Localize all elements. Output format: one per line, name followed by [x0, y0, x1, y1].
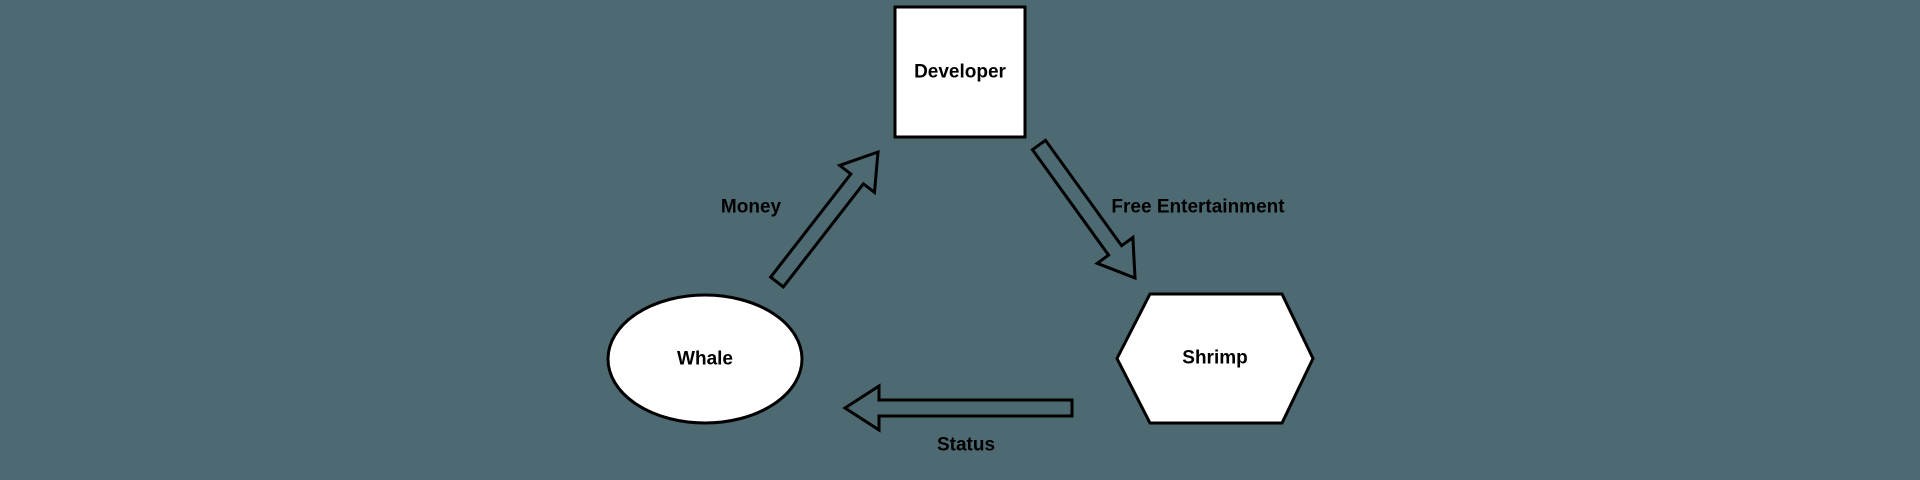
whale-node: [606, 293, 804, 425]
shrimp-node-label: Shrimp: [1182, 347, 1248, 369]
money-arrow: [768, 149, 880, 290]
status-edge-label: Status: [936, 434, 996, 456]
whale-node-label: Whale: [677, 348, 733, 370]
developer-node-label: Developer: [914, 61, 1006, 83]
developer-node: [893, 5, 1027, 139]
status-arrow: [842, 383, 1074, 433]
money-edge-label: Money: [720, 196, 782, 218]
shrimp-node: [1115, 292, 1315, 425]
free-entertainment-arrow: [1030, 138, 1137, 281]
free-entertainment-edge-label: Free Entertainment: [1111, 196, 1285, 218]
